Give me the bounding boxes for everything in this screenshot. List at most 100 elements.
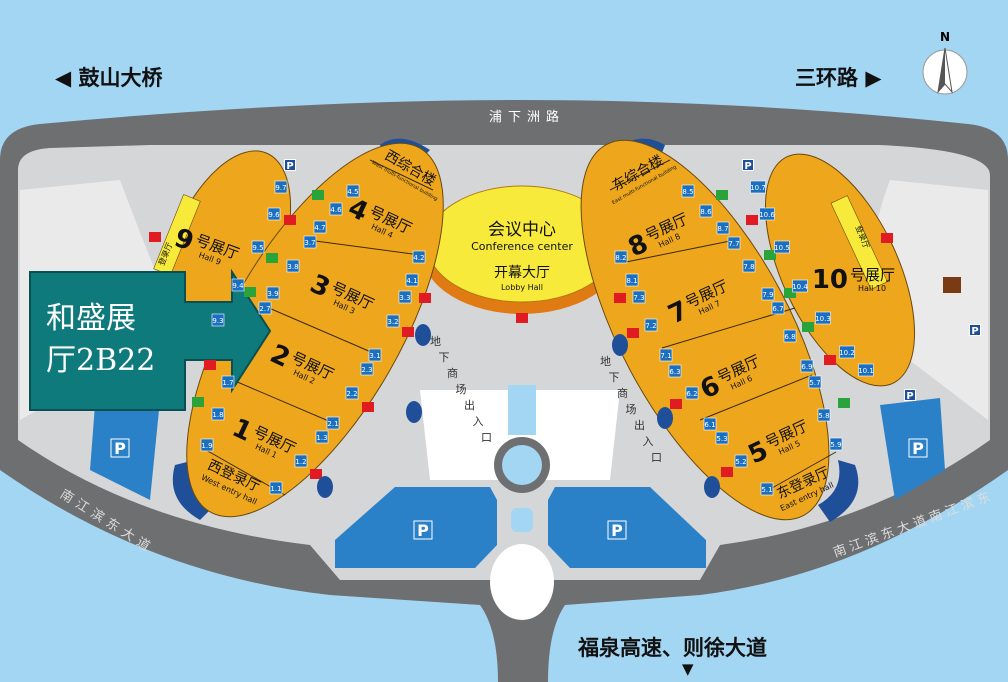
parking-icon-label: P [912, 439, 924, 458]
north-compass: N [920, 30, 970, 100]
underground-entrance-icon [415, 324, 431, 346]
gate-label: 2.1 [327, 420, 338, 428]
gate-label: 3.2 [387, 318, 398, 326]
hall-10-entry-strip [830, 195, 888, 290]
exit-icon [670, 399, 682, 409]
gate-marker [286, 259, 300, 273]
gate-label: 10.7 [750, 184, 766, 192]
gate-label: 3.7 [304, 239, 315, 247]
gate-label: 7.7 [728, 240, 739, 248]
gate-label: 8.7 [717, 225, 728, 233]
west-bridge-label: 鼓山大桥 [78, 66, 163, 90]
underground-mall-entrance-char: 下 [609, 371, 620, 384]
gate-label: 5.8 [818, 412, 829, 420]
hall-dividers [205, 159, 837, 496]
underground-mall-entrance-char: 入 [643, 435, 654, 448]
parking-icon [284, 159, 296, 171]
underground-mall-entrance-char: 下 [439, 351, 450, 364]
gate-marker [346, 184, 360, 198]
gate-label: 9.3 [212, 317, 223, 325]
gate-label: 1.3 [316, 434, 327, 442]
gate-label: 1.2 [295, 458, 306, 466]
gate-marker [771, 301, 785, 315]
callout-arrow [29, 268, 272, 411]
gate-label: 7.8 [743, 263, 754, 271]
callout-label: 和盛展厅2B22 [46, 298, 176, 382]
gate-label: 8.5 [682, 188, 693, 196]
gate-marker [269, 481, 283, 495]
exit-icon [614, 293, 626, 303]
gate-label: 7.3 [633, 294, 644, 302]
passage-icon [266, 253, 278, 263]
gate-label: 9.7 [275, 184, 286, 192]
down-arrow-icon: ▼ [682, 660, 694, 678]
gate-label: 10.6 [759, 211, 775, 219]
underground-mall-entrance-char: 出 [464, 398, 475, 412]
gate-marker [211, 407, 225, 421]
fountain-pool [502, 445, 542, 485]
gate-marker [258, 301, 272, 315]
gate-marker [632, 290, 646, 304]
gate-marker [326, 416, 340, 430]
gate-label: 3.8 [287, 263, 298, 271]
underground-mall-entrance-char: 商 [617, 386, 628, 400]
gate-label: 5.3 [716, 435, 727, 443]
gate-label: 6.9 [801, 363, 812, 371]
gate-label: 4.7 [314, 224, 325, 232]
gate-label: 1.7 [222, 379, 233, 387]
parking-icon-label: P [611, 521, 623, 540]
parking-icon [413, 520, 433, 540]
parking-icon [908, 438, 928, 458]
gate-label: 6.3 [669, 368, 680, 376]
passage-icon [838, 398, 850, 408]
gate-label: 10.3 [815, 315, 831, 323]
gate-marker [315, 430, 329, 444]
parking-icon [110, 438, 130, 458]
gate-marker [800, 359, 814, 373]
gate-label: 7.9 [762, 291, 773, 299]
gate-marker [659, 348, 673, 362]
gate-label: 6.8 [784, 333, 795, 341]
exit-icon [881, 233, 893, 243]
passage-icon [802, 322, 814, 332]
gate-marker [360, 362, 374, 376]
white-area-right [867, 180, 988, 420]
gate-label: 1.1 [270, 485, 281, 493]
gate-marker [398, 290, 412, 304]
gate-marker [716, 221, 730, 235]
gate-label: 7.1 [660, 352, 671, 360]
gate-marker [808, 375, 822, 389]
gate-marker [750, 180, 766, 194]
parking-icon [904, 389, 916, 401]
exit-icon [402, 327, 414, 337]
gate-marker [251, 240, 265, 254]
gate-marker [759, 207, 775, 221]
exit-icon [362, 402, 374, 412]
top-road-label: 浦下洲路 [489, 109, 565, 125]
underground-mall-entrance-char: 入 [473, 415, 484, 428]
gate-marker [774, 240, 790, 254]
parking-icon-label: P [906, 391, 913, 402]
gate-marker [703, 417, 717, 431]
gate-marker [200, 438, 214, 452]
underground-entrance-icon [657, 407, 673, 429]
underground-mall-entrance-char: 商 [447, 366, 458, 380]
gate-label: 6.1 [704, 421, 715, 429]
gate-label: 8.2 [615, 254, 626, 262]
gate-marker [858, 363, 874, 377]
east-road-label: 三环路 [795, 66, 858, 90]
gate-marker [303, 235, 317, 249]
east-hall-building [580, 139, 830, 521]
gate-label: 5.2 [735, 458, 746, 466]
gate-marker [668, 364, 682, 378]
gate-marker [625, 273, 639, 287]
exit-icon [824, 355, 836, 365]
gate-label: 3.9 [267, 290, 278, 298]
exit-icon [746, 215, 758, 225]
gate-label: 2.3 [361, 366, 372, 374]
exit-icon [721, 467, 733, 477]
parking-icon-label: P [744, 161, 751, 172]
left-arrow-icon: ◀ [55, 66, 72, 90]
gate-marker [231, 278, 245, 292]
